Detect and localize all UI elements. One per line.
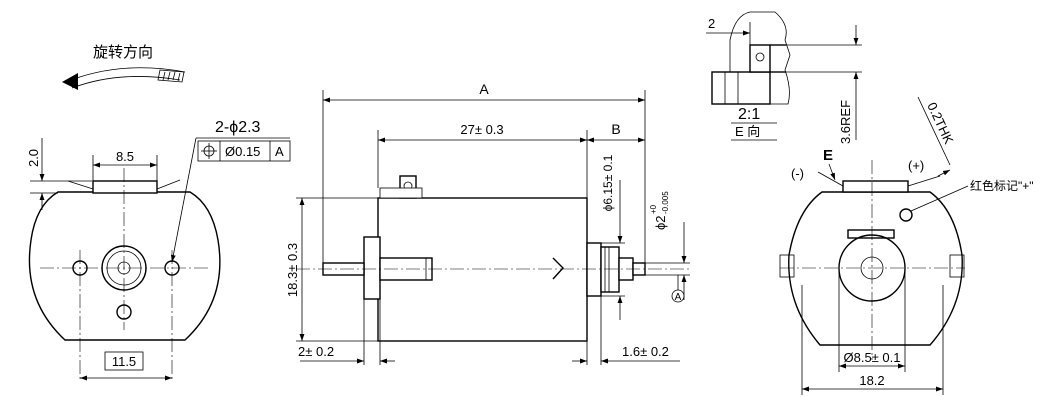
side-front-flange [363,236,381,300]
dim-flange-thickness: 2± 0.2 [298,344,334,359]
polarity-plus: (+) [908,158,924,173]
side-terminal [379,175,423,199]
dim-boss-diameter: ϕ6.15± 0.1 [601,154,615,211]
red-mark-hole [899,208,913,222]
rear-body-outline [788,191,963,346]
feature-control-frame: Ø0.15 A [197,140,291,162]
dim-body-length: 27± 0.3 [460,122,503,137]
front-view: 旋转方向 2.0 8.5 [26,44,291,381]
dim-overall-length: A [479,81,489,97]
dim-shaft-tol-lower: -0.005 [661,191,670,214]
dim-body-height: 18.3± 0.3 [285,243,300,297]
rear-view: E (-) (+) 红色标记"+" 0.2THK Ø8.5± 0.1 18.2 [779,96,1034,395]
dim-terminal-height: 2.0 [26,149,41,167]
rear-dim-width: 18.2 [859,373,884,388]
dim-shaft-tol-upper: +0 [649,204,658,214]
dim-terminal-width: 8.5 [116,149,134,164]
detail-dim-ref: 3.6REF [838,100,853,144]
view-e-label: E [823,147,833,164]
rotation-direction-label: 旋转方向 [93,44,153,61]
dim-b: B [611,121,620,137]
position-tolerance-icon [201,143,217,159]
rear-dim-boss: Ø8.5± 0.1 [843,350,900,365]
red-mark-label: 红色标记"+" [970,178,1034,193]
hole-callout: 2-ϕ2.3 [215,119,261,136]
detail-scale: 2:1 [738,106,760,123]
thickness-label: 0.2THK [924,100,956,147]
rotation-arrow-icon [62,67,186,90]
dim-hole-spacing: 11.5 [112,354,136,369]
dim-cap-thickness: 1.6± 0.2 [622,344,669,359]
polarity-minus: (-) [791,166,804,181]
detail-dim-2: 2 [708,16,715,31]
fcf-tolerance: Ø0.15 [225,144,260,159]
side-view: A 27± 0.3 B 18.3± 0.3 2± 0.2 1.6± 0.2 ϕ6… [285,81,690,365]
detail-view-e: 2 3.6REF 2:1 E 向 [706,11,862,144]
fcf-datum: A [275,144,284,159]
datum-a-symbol [671,289,685,303]
dim-shaft-diameter: ϕ2 [653,215,668,230]
detail-terminal [749,44,771,73]
front-terminals [67,179,181,194]
front-body-outline [28,191,221,341]
detail-view-name: E 向 [735,124,760,139]
side-rear-cap [586,242,602,297]
datum-a-label: A [675,292,682,303]
